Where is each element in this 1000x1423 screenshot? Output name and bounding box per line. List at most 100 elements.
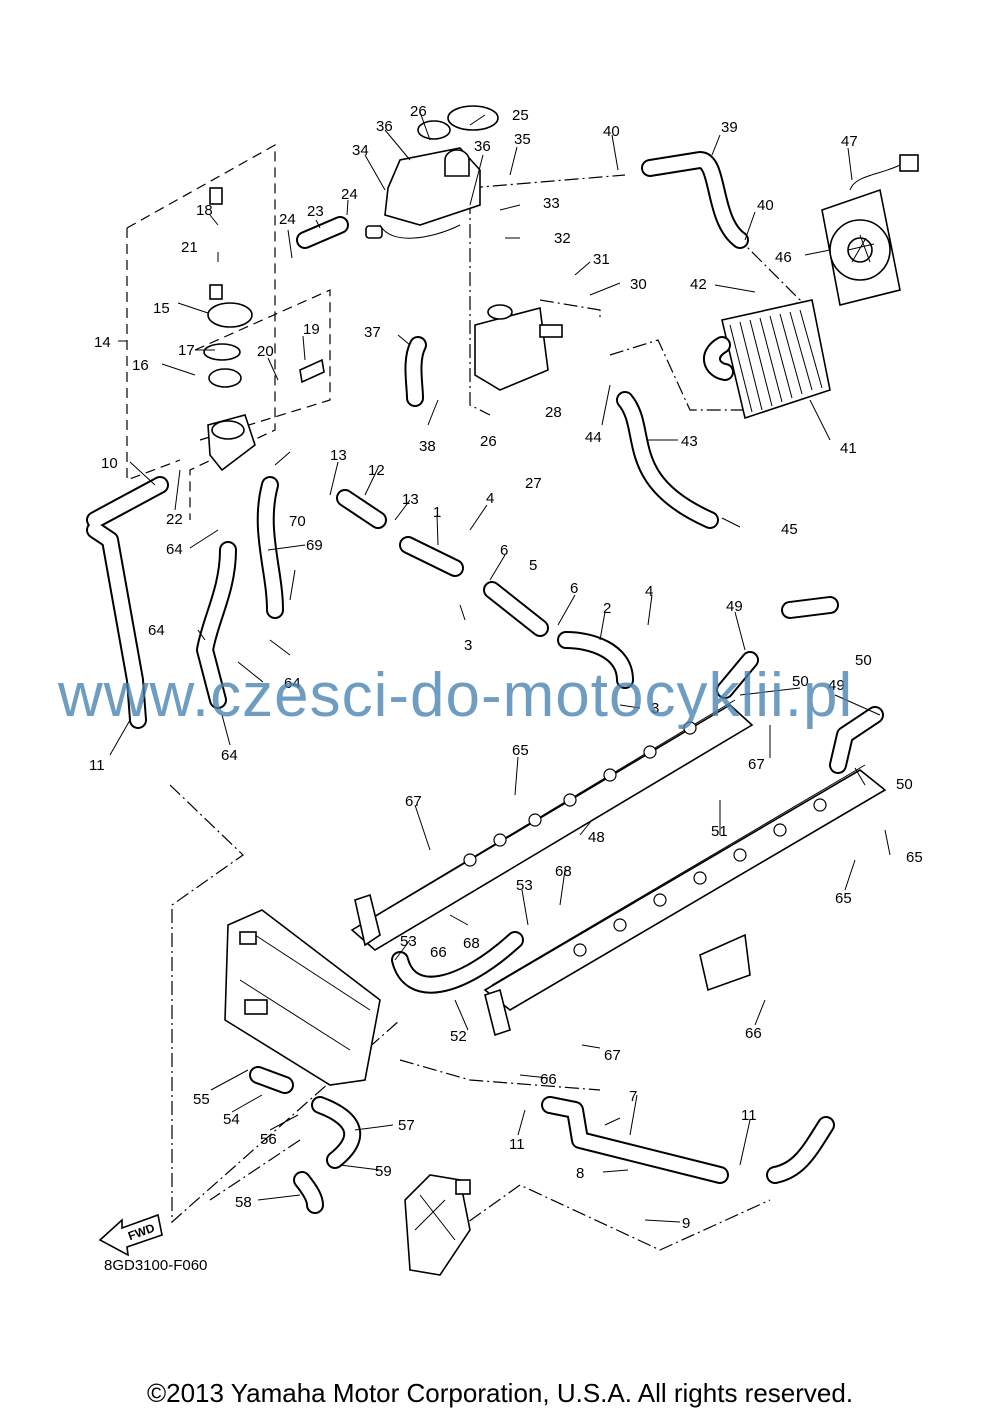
callout-19: 19 [303, 321, 320, 338]
callout-6: 6 [500, 542, 508, 559]
callout-13b: 13 [402, 491, 419, 508]
routing-lines [169, 174, 801, 1251]
callout-10: 10 [101, 455, 118, 472]
callout-40: 40 [603, 123, 620, 140]
callout-59: 59 [375, 1163, 392, 1180]
callout-45: 45 [781, 521, 798, 538]
radiator [703, 299, 831, 420]
callout-60: 64 [148, 622, 165, 639]
callout-56: 56 [260, 1131, 277, 1148]
callout-53: 53 [516, 877, 533, 894]
callout-64b: 65 [906, 849, 923, 866]
callout-49: 49 [726, 598, 743, 615]
callout-35: 35 [514, 131, 531, 148]
callout-50c: 50 [896, 776, 913, 793]
callout-11b: 11 [509, 1136, 525, 1153]
callout-30: 30 [630, 276, 647, 293]
callout-33: 33 [543, 195, 560, 212]
callout-14: 14 [94, 334, 111, 351]
callout-27: 26 [480, 433, 497, 450]
callout-66c: 68 [463, 935, 480, 952]
callout-61: 64 [221, 747, 238, 764]
thermostat-housing [203, 187, 325, 472]
callout-49b: 49 [828, 677, 845, 694]
callout-26: 26 [410, 103, 427, 120]
watermark-text: www.czesci-do-motocyklii.pl [58, 661, 854, 730]
callout-64e: 66 [540, 1071, 557, 1088]
radiator-rail-51 [483, 764, 887, 1037]
callout-58: 58 [235, 1194, 252, 1211]
callout-38: 38 [419, 438, 436, 455]
callout-37: 37 [364, 324, 381, 341]
callout-67: 69 [306, 537, 323, 554]
callout-25: 25 [512, 107, 529, 124]
callout-36b: 36 [474, 138, 491, 155]
callout-66b: 68 [555, 863, 572, 880]
group-outline-thermostat [118, 143, 331, 520]
callout-65c: 67 [604, 1047, 621, 1064]
callout-4b: 4 [645, 583, 653, 600]
callout-68: 70 [289, 513, 306, 530]
callout-50b: 50 [792, 673, 809, 690]
callout-3: 3 [464, 637, 472, 654]
callout-9: 9 [682, 1215, 690, 1232]
callout-3b: 3 [651, 700, 659, 717]
callout-1: 1 [433, 504, 441, 521]
callout-48: 48 [588, 829, 605, 846]
callout-16: 16 [132, 357, 149, 374]
coolant-reservoir [365, 105, 499, 239]
callout-55: 55 [193, 1091, 210, 1108]
diagram-code: 8GD3100-F060 [104, 1257, 207, 1274]
copyright-text: ©2013 Yamaha Motor Corporation, U.S.A. A… [146, 1378, 854, 1408]
callout-52: 52 [450, 1028, 467, 1045]
callout-64c: 65 [835, 890, 852, 907]
callout-24b: 24 [341, 186, 358, 203]
callout-32: 32 [554, 230, 571, 247]
callout-36: 36 [376, 118, 393, 135]
callout-7: 7 [629, 1088, 637, 1105]
callout-57: 57 [398, 1117, 415, 1134]
callout-22: 22 [166, 511, 183, 528]
leader-lines [109, 111, 891, 1223]
callout-39: 39 [721, 119, 738, 136]
callout-4: 4 [486, 490, 494, 507]
callout-28: 27 [525, 475, 542, 492]
callout-20: 20 [257, 343, 274, 360]
callout-11c: 11 [741, 1107, 757, 1124]
callout-44: 44 [585, 429, 602, 446]
front-heat-exchanger [224, 909, 381, 1086]
callout-50: 50 [855, 652, 872, 669]
callout-64: 65 [512, 742, 529, 759]
callout-47: 47 [841, 133, 858, 150]
callout-31: 31 [593, 251, 610, 268]
callout-66: 67 [748, 756, 765, 773]
callout-42: 42 [690, 276, 707, 293]
callout-51: 51 [711, 823, 728, 840]
callout-6b: 6 [570, 580, 578, 597]
upper-hoses [86, 151, 884, 774]
callout-labels: 25 26 36 36 35 34 33 32 31 30 37 38 28 2… [89, 103, 923, 1232]
callout-24: 24 [279, 211, 296, 228]
callout-65b: 66 [430, 944, 447, 961]
callout-2: 2 [603, 600, 611, 617]
callout-46: 46 [775, 249, 792, 266]
callout-11: 11 [89, 757, 105, 774]
callout-21: 21 [181, 239, 198, 256]
callout-8: 8 [576, 1165, 584, 1182]
callout-15: 15 [153, 300, 170, 317]
callout-12: 12 [368, 462, 385, 479]
callout-43: 43 [681, 433, 698, 450]
callout-40b: 40 [757, 197, 774, 214]
cooling-fan [821, 154, 919, 306]
callout-54: 54 [223, 1111, 240, 1128]
callout-53b: 53 [400, 933, 417, 950]
fwd-arrow: FWD [98, 1213, 163, 1257]
overflow-tank [474, 304, 563, 391]
callout-18: 18 [196, 202, 213, 219]
callout-23: 23 [307, 203, 324, 220]
callout-13: 13 [330, 447, 347, 464]
callout-34: 34 [352, 142, 369, 159]
lower-hoses [249, 931, 835, 1214]
water-pump-cover [404, 1174, 471, 1276]
